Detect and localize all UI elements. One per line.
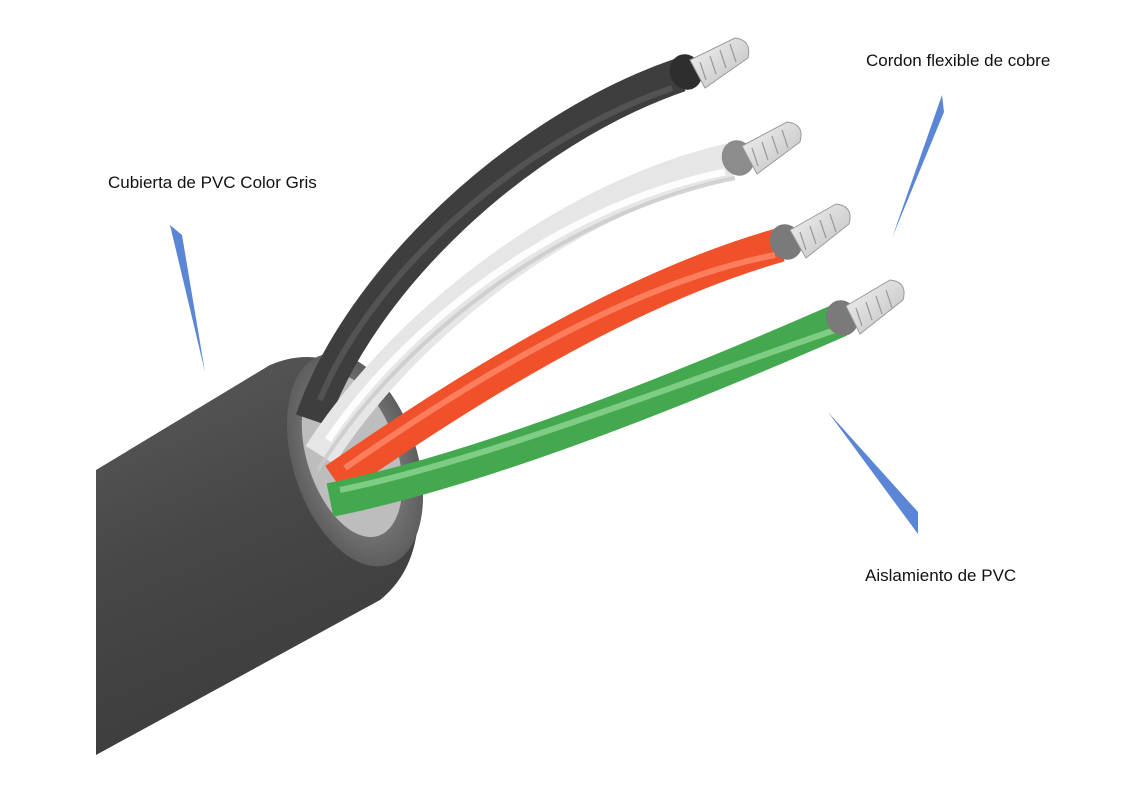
pointer-insulation-icon <box>828 412 918 534</box>
label-pvc-insulation: Aislamiento de PVC <box>865 566 1017 585</box>
label-copper-conductor: Cordon flexible de cobre <box>866 51 1051 70</box>
pointer-conductor-icon <box>892 95 944 238</box>
wire-red-strands <box>789 203 851 259</box>
pointer-jacket-icon <box>170 225 205 372</box>
jacket <box>96 353 424 755</box>
wire-white <box>305 121 802 472</box>
wire-red-insulation <box>325 228 785 494</box>
wire-green <box>326 279 905 517</box>
wire-black <box>295 37 750 426</box>
wire-red <box>325 203 851 494</box>
label-pvc-jacket: Cubierta de PVC Color Gris <box>108 173 317 192</box>
